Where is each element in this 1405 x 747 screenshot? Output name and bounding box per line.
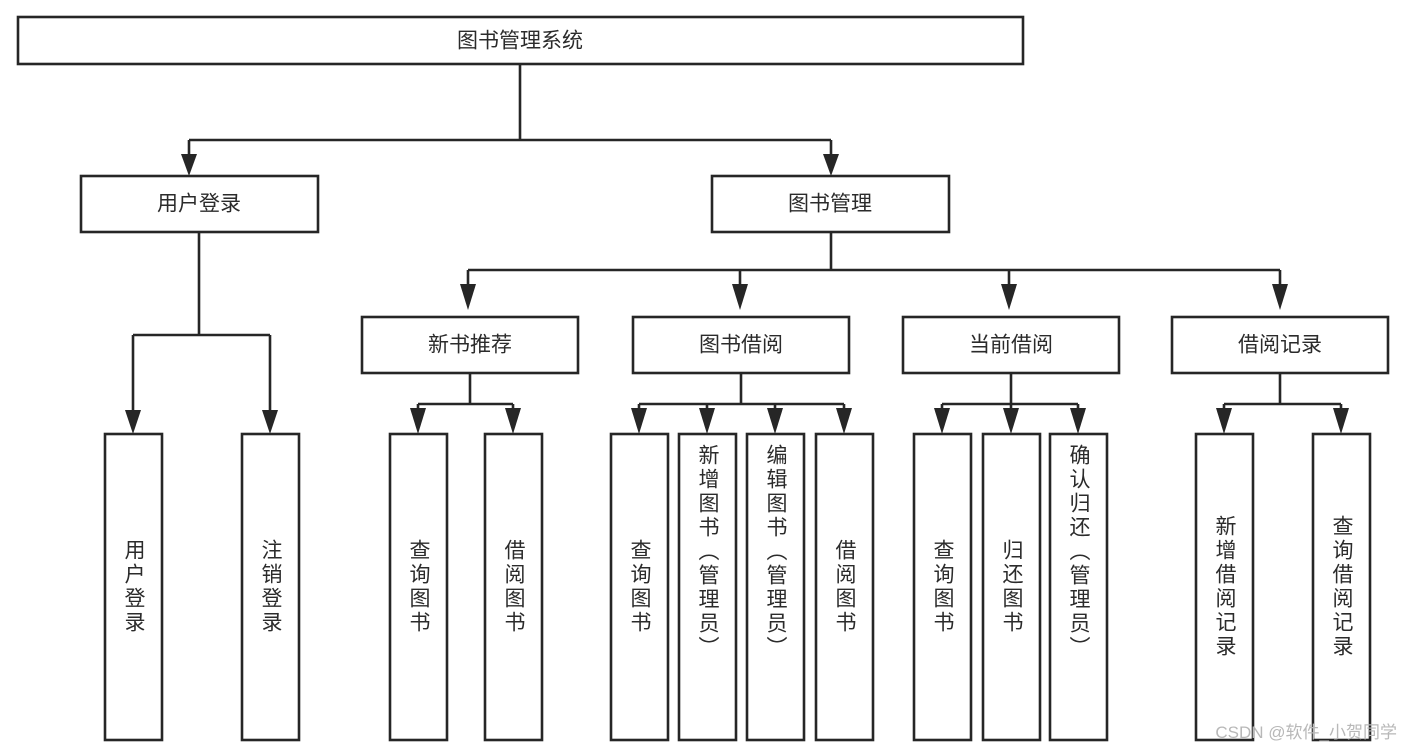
- node-borrow-record-box[interactable]: [1170, 315, 1390, 375]
- leaf-box-return-book[interactable]: [981, 432, 1042, 742]
- leaf-box-edit-book[interactable]: [745, 432, 806, 742]
- leaf-box-user-login[interactable]: [103, 432, 164, 742]
- arrowhead-leaf-return-book: [1003, 408, 1019, 434]
- node-root-box[interactable]: [16, 15, 1025, 66]
- arrowhead-leaf-logout: [262, 410, 278, 434]
- leaf-box-query-book-1[interactable]: [388, 432, 449, 742]
- connector-group-current-borrow: [934, 373, 1086, 434]
- leaf-box-add-record[interactable]: [1194, 432, 1255, 742]
- arrowhead-current-borrow: [1001, 284, 1017, 310]
- arrowhead-user-login: [181, 154, 197, 176]
- node-user-login-box[interactable]: [79, 174, 320, 234]
- arrowhead-leaf-query-book-1: [410, 408, 426, 434]
- arrowhead-leaf-query-book-3: [934, 408, 950, 434]
- leaf-box-borrow-book-1[interactable]: [483, 432, 544, 742]
- leaf-box-borrow-book-2[interactable]: [814, 432, 875, 742]
- arrowhead-new-book-recommend: [460, 284, 476, 310]
- arrowhead-leaf-user-login: [125, 410, 141, 434]
- arrowhead-leaf-query-book-2: [631, 408, 647, 434]
- connector-group-borrow-record: [1216, 373, 1349, 434]
- arrowhead-leaf-add-record: [1216, 408, 1232, 434]
- leaf-box-add-book[interactable]: [677, 432, 738, 742]
- node-new-book-recommend-box[interactable]: [360, 315, 580, 375]
- node-book-management-box[interactable]: [710, 174, 951, 234]
- node-borrow-record-label: 借阅记录: [1238, 334, 1322, 357]
- node-new-book-recommend-label: 新书推荐: [428, 334, 512, 357]
- arrowhead-borrow-record: [1272, 284, 1288, 310]
- leaf-box-logout[interactable]: [240, 432, 301, 742]
- arrowhead-book-borrow: [732, 284, 748, 310]
- leaf-box-query-book-3[interactable]: [912, 432, 973, 742]
- connector-group-root: [181, 64, 839, 176]
- node-book-management-label: 图书管理: [788, 193, 872, 216]
- connector-group-new-book-recommend: [410, 373, 521, 434]
- node-current-borrow-box[interactable]: [901, 315, 1121, 375]
- arrowhead-leaf-borrow-book-2: [836, 408, 852, 434]
- leaf-box-query-book-2[interactable]: [609, 432, 670, 742]
- node-book-borrow-label: 图书借阅: [699, 334, 783, 357]
- leaf-box-confirm-return[interactable]: [1048, 432, 1109, 742]
- leaf-box-query-record[interactable]: [1311, 432, 1372, 742]
- node-current-borrow-label: 当前借阅: [969, 334, 1053, 357]
- connector-group-book-management: [460, 232, 1288, 310]
- node-user-login-label: 用户登录: [157, 193, 241, 216]
- arrowhead-leaf-confirm-return: [1070, 408, 1086, 434]
- arrowhead-leaf-add-book: [699, 408, 715, 434]
- connector-group-user-login: [125, 232, 278, 434]
- arrowhead-leaf-edit-book: [767, 408, 783, 434]
- arrowhead-book-management: [823, 154, 839, 176]
- arrowhead-leaf-query-record: [1333, 408, 1349, 434]
- connector-group-book-borrow: [631, 373, 852, 434]
- csdn-watermark: CSDN @软件_小贺同学: [1215, 723, 1397, 742]
- arrowhead-leaf-borrow-book-1: [505, 408, 521, 434]
- node-root-label: 图书管理系统: [457, 30, 583, 53]
- node-book-borrow-box[interactable]: [631, 315, 851, 375]
